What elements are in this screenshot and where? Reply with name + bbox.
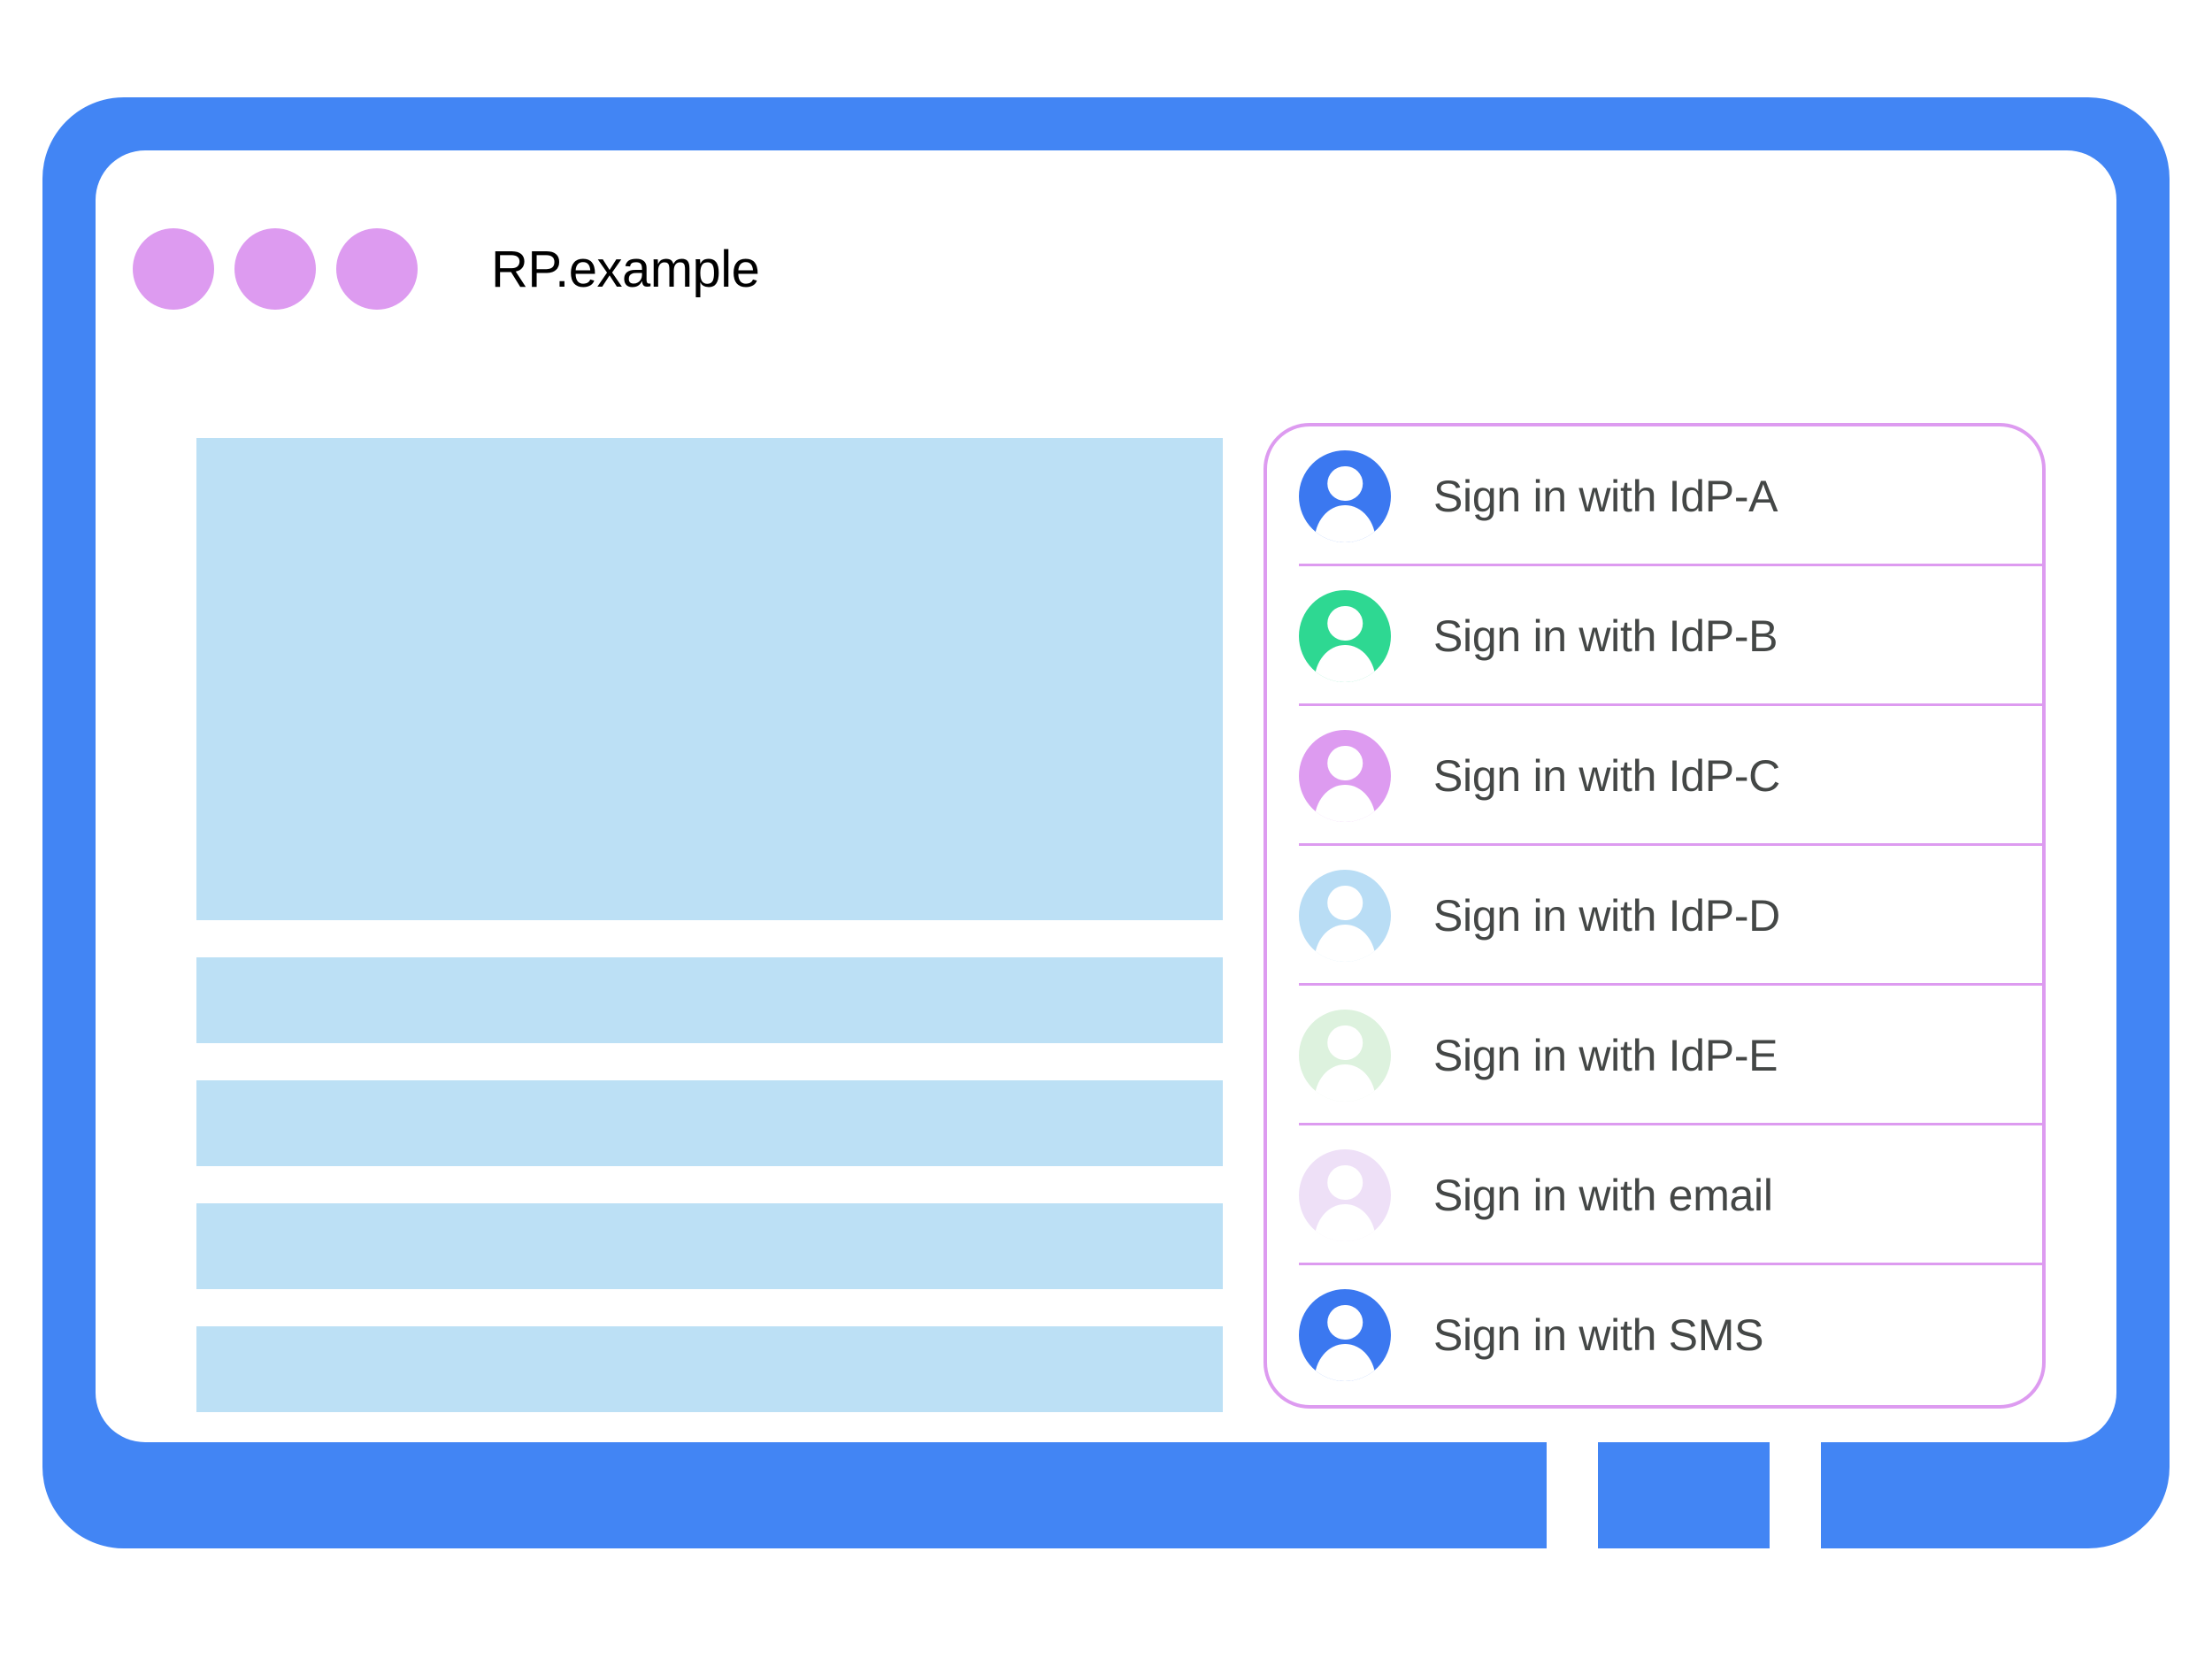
signin-option-idp-c[interactable]: Sign in with IdP-C [1267,706,2042,846]
signin-option-label: Sign in with IdP-C [1433,751,1780,801]
signin-option-label: Sign in with IdP-A [1433,472,1778,521]
signin-option-label: Sign in with IdP-D [1433,891,1780,941]
text-placeholder-1 [196,957,1223,1043]
person-avatar-icon [1299,1289,1391,1381]
signin-option-idp-a[interactable]: Sign in with IdP-A [1267,426,2042,566]
signin-option-label: Sign in with SMS [1433,1310,1764,1360]
signin-option-idp-e[interactable]: Sign in with IdP-E [1267,986,2042,1125]
person-avatar-icon [1299,730,1391,822]
person-avatar-icon [1299,450,1391,542]
bezel-gap-left [1547,1439,1598,1548]
signin-option-email[interactable]: Sign in with email [1267,1125,2042,1265]
person-avatar-icon [1299,1149,1391,1241]
bezel-gap-right [1770,1439,1821,1548]
window-dot-3[interactable] [336,228,418,310]
person-avatar-icon [1299,1010,1391,1102]
signin-option-label: Sign in with IdP-E [1433,1031,1778,1080]
text-placeholder-3 [196,1203,1223,1289]
hero-placeholder [196,438,1223,920]
page-title: RP.example [491,240,760,298]
signin-option-label: Sign in with email [1433,1171,1773,1220]
person-avatar-icon [1299,870,1391,962]
signin-option-idp-b[interactable]: Sign in with IdP-B [1267,566,2042,706]
person-avatar-icon [1299,590,1391,682]
signin-option-sms[interactable]: Sign in with SMS [1267,1265,2042,1405]
text-placeholder-4 [196,1326,1223,1412]
signin-account-chooser: Sign in with IdP-A Sign in with IdP-B Si… [1263,423,2046,1409]
window-dot-1[interactable] [133,228,214,310]
signin-option-idp-d[interactable]: Sign in with IdP-D [1267,846,2042,986]
signin-option-label: Sign in with IdP-B [1433,611,1778,661]
title-bar: RP.example [133,228,760,310]
window-dot-2[interactable] [234,228,316,310]
content-placeholder-group [196,438,1223,1412]
text-placeholder-2 [196,1080,1223,1166]
